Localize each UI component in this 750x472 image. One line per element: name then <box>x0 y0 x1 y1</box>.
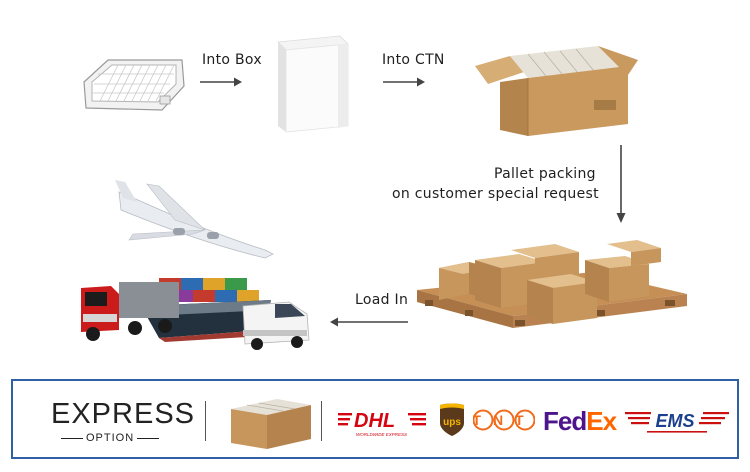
dhl-logo: DHL WORLDWIDE EXPRESS <box>338 410 426 437</box>
transport-vehicles-icon <box>81 180 310 350</box>
express-title: EXPRESS <box>51 398 195 430</box>
divider <box>321 401 322 441</box>
express-subtitle-text: OPTION <box>86 432 135 444</box>
container-ship-icon <box>141 278 271 342</box>
carton-icon <box>231 399 311 449</box>
arrow-left-icon <box>330 317 408 327</box>
label-into-box: Into Box <box>202 52 262 68</box>
label-into-ctn: Into CTN <box>382 52 445 68</box>
arrow-down-icon <box>616 145 626 223</box>
ems-wordmark: EMS <box>655 411 694 431</box>
truck-icon <box>81 282 179 341</box>
tnt-logo: TNT <box>473 409 535 431</box>
open-carton-icon <box>475 46 638 136</box>
express-subtitle: OPTION <box>58 432 162 444</box>
divider <box>205 401 206 441</box>
dhl-wordmark: DHL <box>354 410 395 432</box>
express-option-banner: EXPRESS OPTION DHL WORLDWIDE EXPRESS ups… <box>11 379 739 459</box>
tnt-wordmark: TNT <box>473 412 535 428</box>
ems-logo: EMS <box>625 411 729 433</box>
arrow-right-icon <box>200 77 242 87</box>
fedex-fed: Fed <box>543 406 587 436</box>
ups-wordmark: ups <box>443 417 461 428</box>
fedex-ex: Ex <box>586 406 617 436</box>
arrow-right-icon <box>383 77 425 87</box>
van-icon <box>242 301 310 350</box>
plastic-tray-product-icon <box>83 59 185 111</box>
white-box-icon <box>277 35 349 133</box>
fedex-logo: FedEx <box>543 406 617 436</box>
ups-logo: ups <box>440 403 464 436</box>
pallet-boxes-icon <box>417 240 687 328</box>
label-load-in: Load In <box>355 292 409 308</box>
airplane-icon <box>115 180 274 259</box>
label-pallet-packing: Pallet packing <box>494 166 596 182</box>
dhl-tagline: WORLDWIDE EXPRESS <box>356 432 407 437</box>
label-customer-request: on customer special request <box>392 186 599 202</box>
